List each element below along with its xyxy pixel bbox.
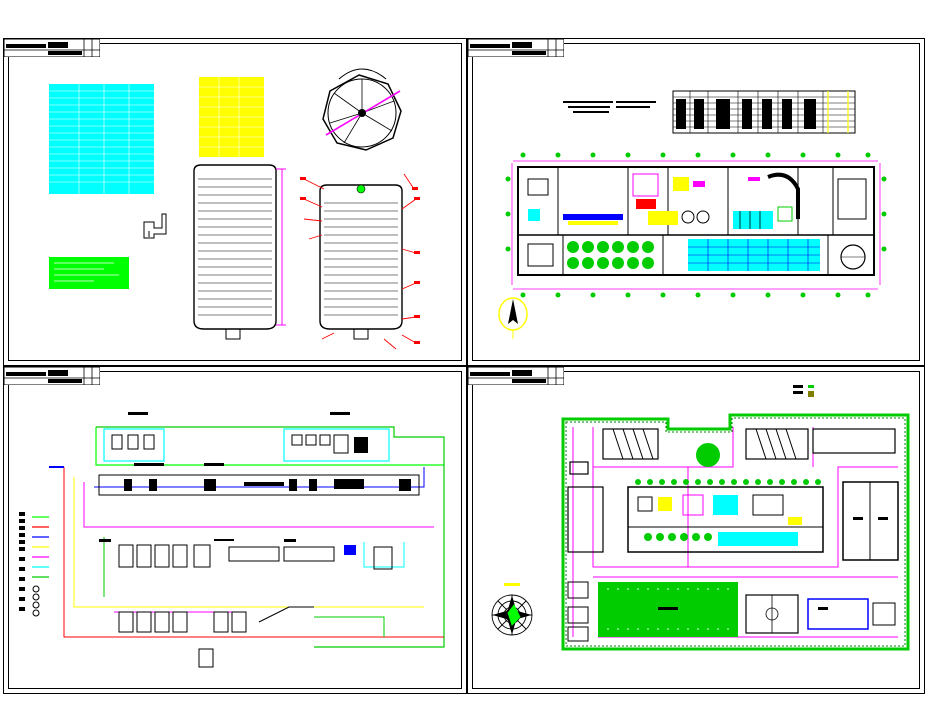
building-outline	[517, 166, 875, 276]
tank-elevation-left	[193, 164, 286, 340]
drawing-sheet-process-flow[interactable]	[3, 366, 467, 694]
dimension-lines	[511, 160, 881, 290]
site-pool	[807, 598, 896, 630]
site-building-hatched-left	[602, 428, 659, 460]
sump-icon	[198, 648, 214, 668]
site-plan-drawing	[491, 385, 910, 651]
tank-drawing	[49, 68, 420, 350]
site-boundary	[561, 413, 910, 651]
sheet-frame	[472, 43, 920, 361]
middle-tank-row	[118, 544, 393, 570]
title-block	[468, 367, 564, 385]
pipe-detail-icon	[143, 213, 167, 239]
equipment-table	[49, 84, 154, 194]
site-building-top-right	[812, 428, 896, 454]
site-warehouse	[842, 481, 899, 561]
drawing-sheet-site-plan[interactable]	[467, 366, 925, 694]
title-block	[4, 39, 100, 57]
plan-round-tank	[840, 244, 866, 270]
plan-notes	[563, 101, 656, 113]
site-basketball-court	[745, 594, 799, 634]
north-arrow-icon	[498, 297, 528, 339]
site-main-building	[627, 479, 824, 553]
site-left-bottom-buildings	[567, 581, 589, 642]
tank-plan-icon	[322, 68, 402, 151]
title-block	[468, 39, 564, 57]
site-left-buildings	[567, 461, 604, 553]
plan-equipment	[527, 172, 867, 229]
site-sports-field	[598, 582, 738, 637]
middle-row-marks	[99, 539, 356, 555]
intake-unit-right	[283, 412, 390, 462]
plan-aerators	[567, 241, 654, 269]
floor-plan-drawing	[498, 90, 887, 339]
pipe-legend	[19, 512, 49, 617]
schedule-table	[672, 90, 856, 134]
title-block	[4, 367, 100, 385]
plan-tank-field	[688, 239, 820, 271]
notes-table	[199, 77, 264, 157]
sheet-frame	[8, 371, 462, 689]
sheet-frame	[8, 43, 462, 361]
lower-tank-row	[118, 606, 314, 633]
sheet-frame	[472, 371, 920, 689]
site-legend	[793, 385, 814, 397]
wind-rose-icon	[491, 583, 533, 636]
site-round-tank	[696, 443, 720, 467]
tank-elevation-right	[300, 173, 420, 350]
process-flow-drawing	[19, 412, 445, 668]
intake-unit-left	[103, 412, 165, 462]
plan-room-box	[527, 243, 554, 267]
drawing-sheet-tank-details[interactable]	[3, 38, 467, 366]
drawing-sheet-floor-plan[interactable]	[467, 38, 925, 366]
site-building-hatched-right	[745, 428, 809, 460]
main-process-line	[98, 463, 420, 496]
legend-box	[49, 257, 129, 289]
grid-markers	[505, 152, 887, 298]
